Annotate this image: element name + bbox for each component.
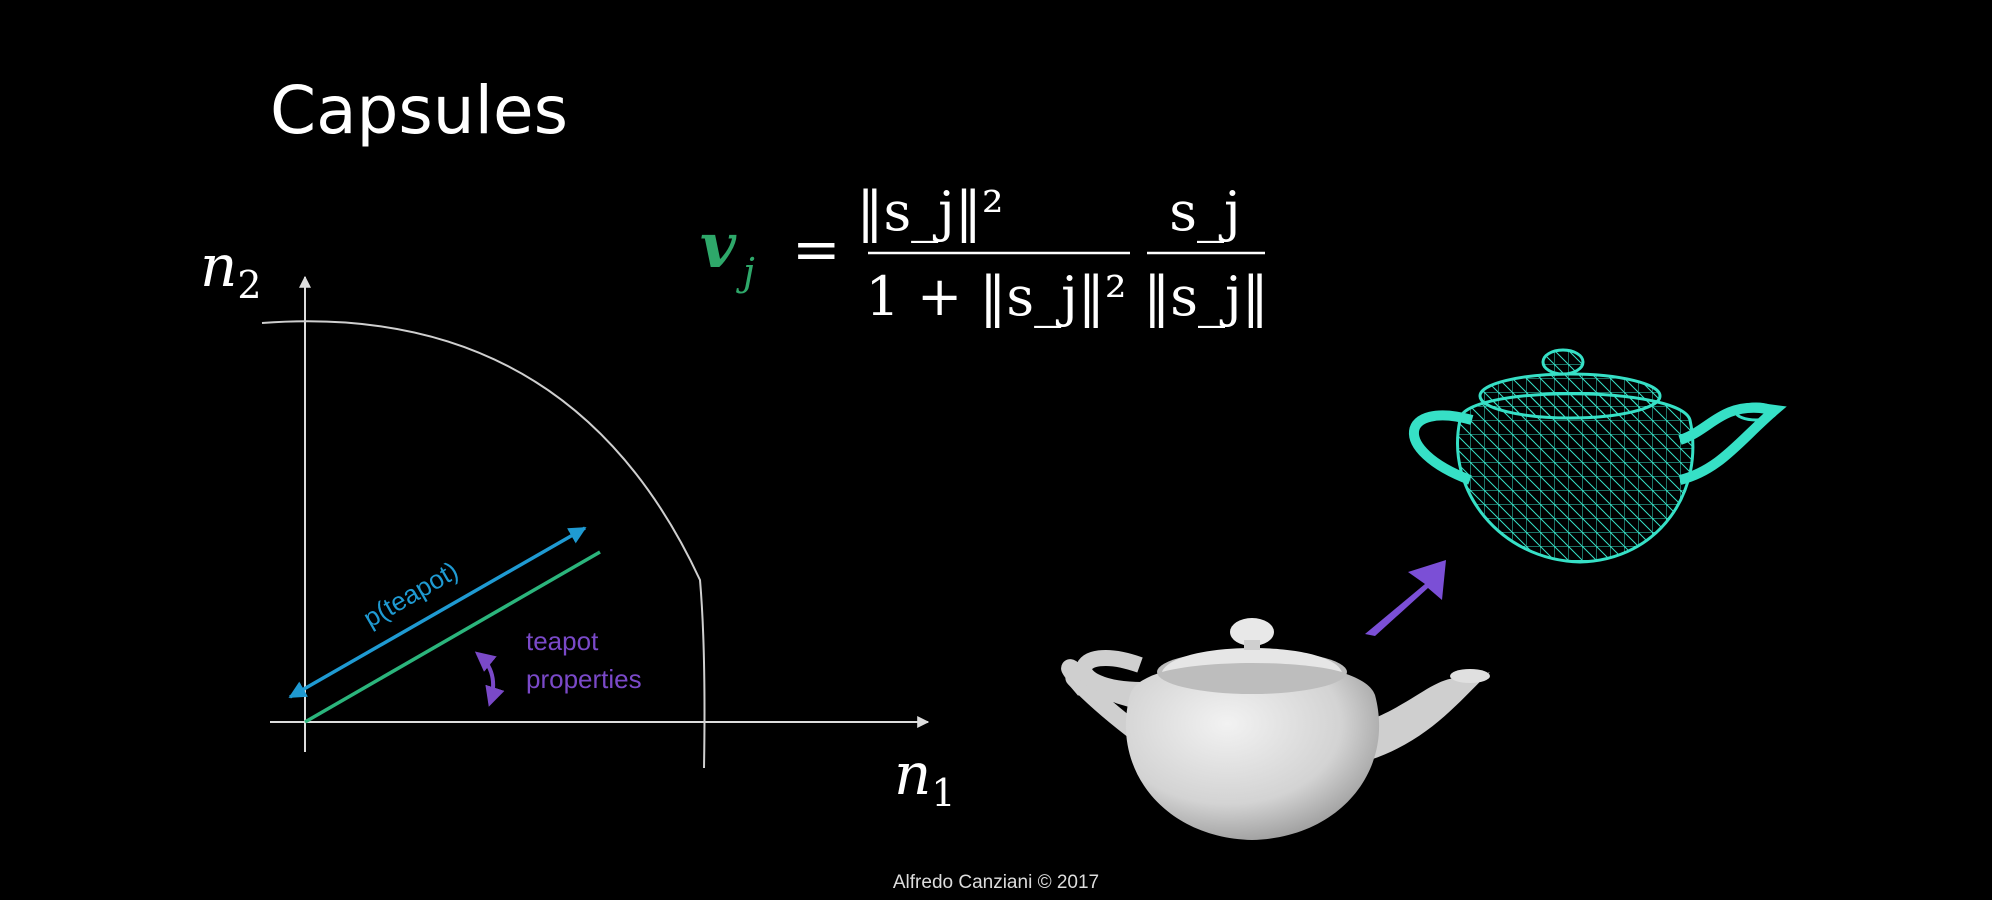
transform-arrow <box>1365 560 1446 636</box>
squash-equation: v j = ‖s_j‖² 1 + ‖s_j‖² s_j ‖s_j‖ <box>700 180 1269 328</box>
y-axis-label: n2 <box>200 232 262 307</box>
rotation-arrow <box>474 651 505 707</box>
fraction2-denominator: ‖s_j‖ <box>1143 265 1268 328</box>
fraction2-numerator: s_j <box>1169 180 1240 243</box>
rotation-label-line2: properties <box>526 664 642 694</box>
probability-vector <box>288 526 587 699</box>
fraction1-numerator: ‖s_j‖² <box>856 180 1003 243</box>
lhs-symbol: v <box>700 209 737 282</box>
solid-teapot-illustration <box>1061 618 1490 840</box>
fraction1-denominator: 1 + ‖s_j‖² <box>865 265 1126 328</box>
footer-credit: Alfredo Canziani © 2017 <box>892 872 1100 893</box>
equals-sign: = <box>792 215 841 283</box>
unit-arc <box>261 320 706 769</box>
capsule-output-line <box>304 550 601 724</box>
x-axis-label: n1 <box>894 740 956 815</box>
slide-title: Capsules <box>270 72 568 149</box>
vector-label: p(teapot) <box>358 555 463 633</box>
wireframe-teapot-illustration <box>1408 348 1787 564</box>
rotation-label-line1: teapot <box>526 626 599 656</box>
